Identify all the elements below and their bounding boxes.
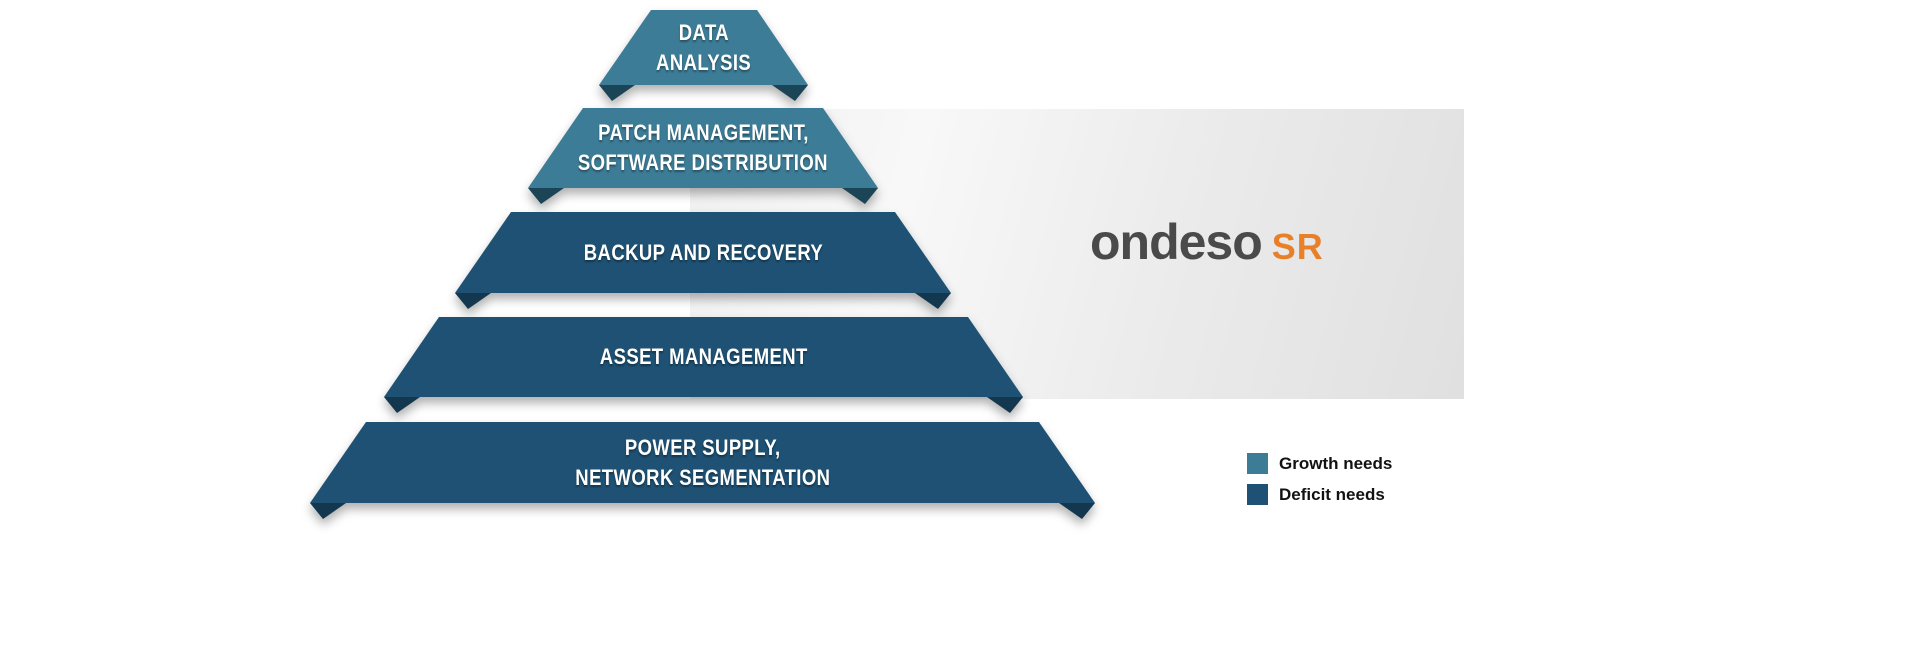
pyramid-layer-data-analysis: DATA ANALYSIS [599, 10, 808, 101]
ondeso-sr-logo: ondeso SR [1090, 216, 1324, 268]
logo-suffix: SR [1271, 226, 1324, 267]
trapezoid-asset-management [384, 317, 1023, 397]
layer-label-power-supply: POWER SUPPLY, NETWORK SEGMENTATION [310, 422, 1095, 503]
trapezoid-patch-management [528, 108, 878, 188]
legend-item-deficit-needs: Deficit needs [1247, 484, 1392, 505]
label-line: NETWORK SEGMENTATION [574, 464, 831, 490]
trapezoid-backup-and-recovery [455, 212, 951, 293]
layer-label-data-analysis: DATA ANALYSIS [599, 10, 808, 85]
logo-name: ondeso [1090, 214, 1263, 270]
deficit-needs-swatch [1247, 484, 1268, 505]
growth-needs-swatch [1247, 453, 1268, 474]
layer-label-backup-and-recovery: BACKUP AND RECOVERY [455, 212, 951, 293]
legend-item-growth-needs: Growth needs [1247, 453, 1392, 474]
pyramid-layer-asset-management: ASSET MANAGEMENT [384, 317, 1023, 413]
layer-label-patch-management: PATCH MANAGEMENT, SOFTWARE DISTRIBUTION [528, 108, 878, 188]
pyramid-layer-backup-and-recovery: BACKUP AND RECOVERY [455, 212, 951, 309]
legend-label: Growth needs [1279, 454, 1393, 473]
trapezoid-power-supply [310, 422, 1095, 503]
layer-label-asset-management: ASSET MANAGEMENT [384, 317, 1023, 397]
label-line: ASSET MANAGEMENT [599, 344, 808, 369]
legend: Growth needs Deficit needs [1247, 453, 1392, 505]
legend-label: Deficit needs [1279, 485, 1385, 504]
label-line: BACKUP AND RECOVERY [583, 239, 823, 265]
pyramid-layer-patch-management: PATCH MANAGEMENT, SOFTWARE DISTRIBUTION [528, 108, 878, 204]
label-line: DATA [678, 19, 729, 45]
label-line: SOFTWARE DISTRIBUTION [577, 150, 829, 175]
label-line: POWER SUPPLY, [624, 434, 781, 460]
label-line: PATCH MANAGEMENT, [597, 120, 809, 145]
pyramid-layer-power-supply: POWER SUPPLY, NETWORK SEGMENTATION [310, 422, 1095, 519]
label-line: ANALYSIS [655, 49, 752, 75]
